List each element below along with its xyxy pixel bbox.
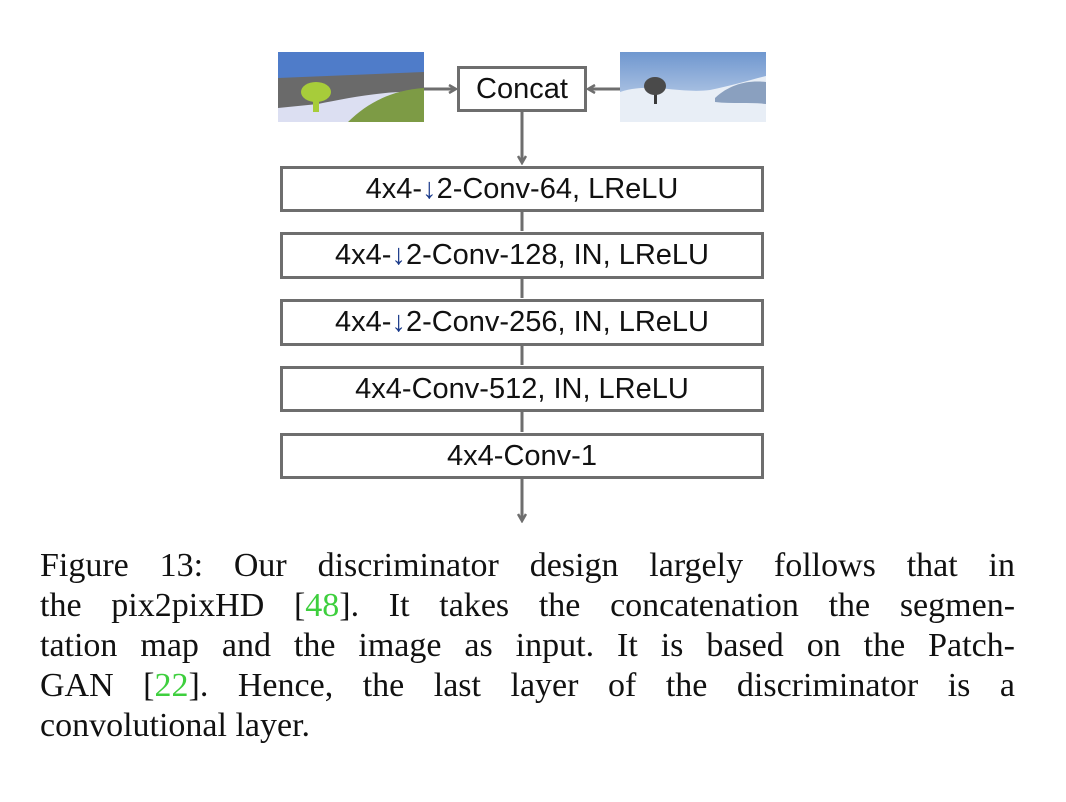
segmentation-map-image: [278, 52, 424, 122]
layer-conv-64: 4x4-↓2-Conv-64, LReLU: [280, 166, 764, 212]
citation-link[interactable]: 48: [305, 587, 340, 624]
downsample-arrow: ↓: [422, 172, 437, 205]
downsample-arrow: ↓: [391, 306, 406, 338]
layer-text: 4x4-: [365, 172, 423, 205]
layer-text: 4x4-: [335, 239, 392, 271]
caption-text: Figure 13: Our discriminator design larg…: [40, 547, 1015, 584]
caption-text: tation map and the image as input. It is…: [40, 627, 1015, 664]
caption-text: GAN [: [40, 667, 155, 704]
layer-conv-256: 4x4-↓2-Conv-256, IN, LReLU: [280, 299, 764, 346]
caption-text: ]. Hence, the last layer of the discrimi…: [188, 667, 1015, 704]
layer-text: 2-Conv-128, IN, LReLU: [405, 239, 709, 271]
layer-text: 2-Conv-256, IN, LReLU: [405, 306, 709, 338]
caption-line: the pix2pixHD [48]. It takes the concate…: [40, 586, 1015, 626]
input-image: [620, 52, 766, 122]
caption-text: ]. It takes the concatenation the segmen…: [339, 587, 1016, 624]
connector-arrows: [424, 0, 620, 540]
caption-line: GAN [22]. Hence, the last layer of the d…: [40, 666, 1015, 706]
caption-text: convolutional layer.: [40, 707, 311, 744]
caption-line: tation map and the image as input. It is…: [40, 626, 1015, 666]
concat-box: Concat: [457, 66, 587, 112]
figure-caption: Figure 13: Our discriminator design larg…: [40, 546, 1015, 746]
citation-link[interactable]: 22: [154, 667, 189, 704]
layer-text: 2-Conv-64, LReLU: [436, 172, 679, 205]
layer-conv-128: 4x4-↓2-Conv-128, IN, LReLU: [280, 232, 764, 279]
layer-conv-1: 4x4-Conv-1: [280, 433, 764, 479]
caption-line: convolutional layer.: [40, 706, 1015, 746]
downsample-arrow: ↓: [391, 239, 406, 271]
layer-conv-512: 4x4-Conv-512, IN, LReLU: [280, 366, 764, 412]
caption-line: Figure 13: Our discriminator design larg…: [40, 546, 1015, 586]
layer-text: 4x4-: [335, 306, 392, 338]
caption-text: the pix2pixHD [: [40, 587, 306, 624]
layer-text: 4x4-Conv-1: [447, 439, 597, 472]
layer-text: 4x4-Conv-512, IN, LReLU: [355, 372, 689, 405]
concat-label: Concat: [476, 72, 568, 105]
